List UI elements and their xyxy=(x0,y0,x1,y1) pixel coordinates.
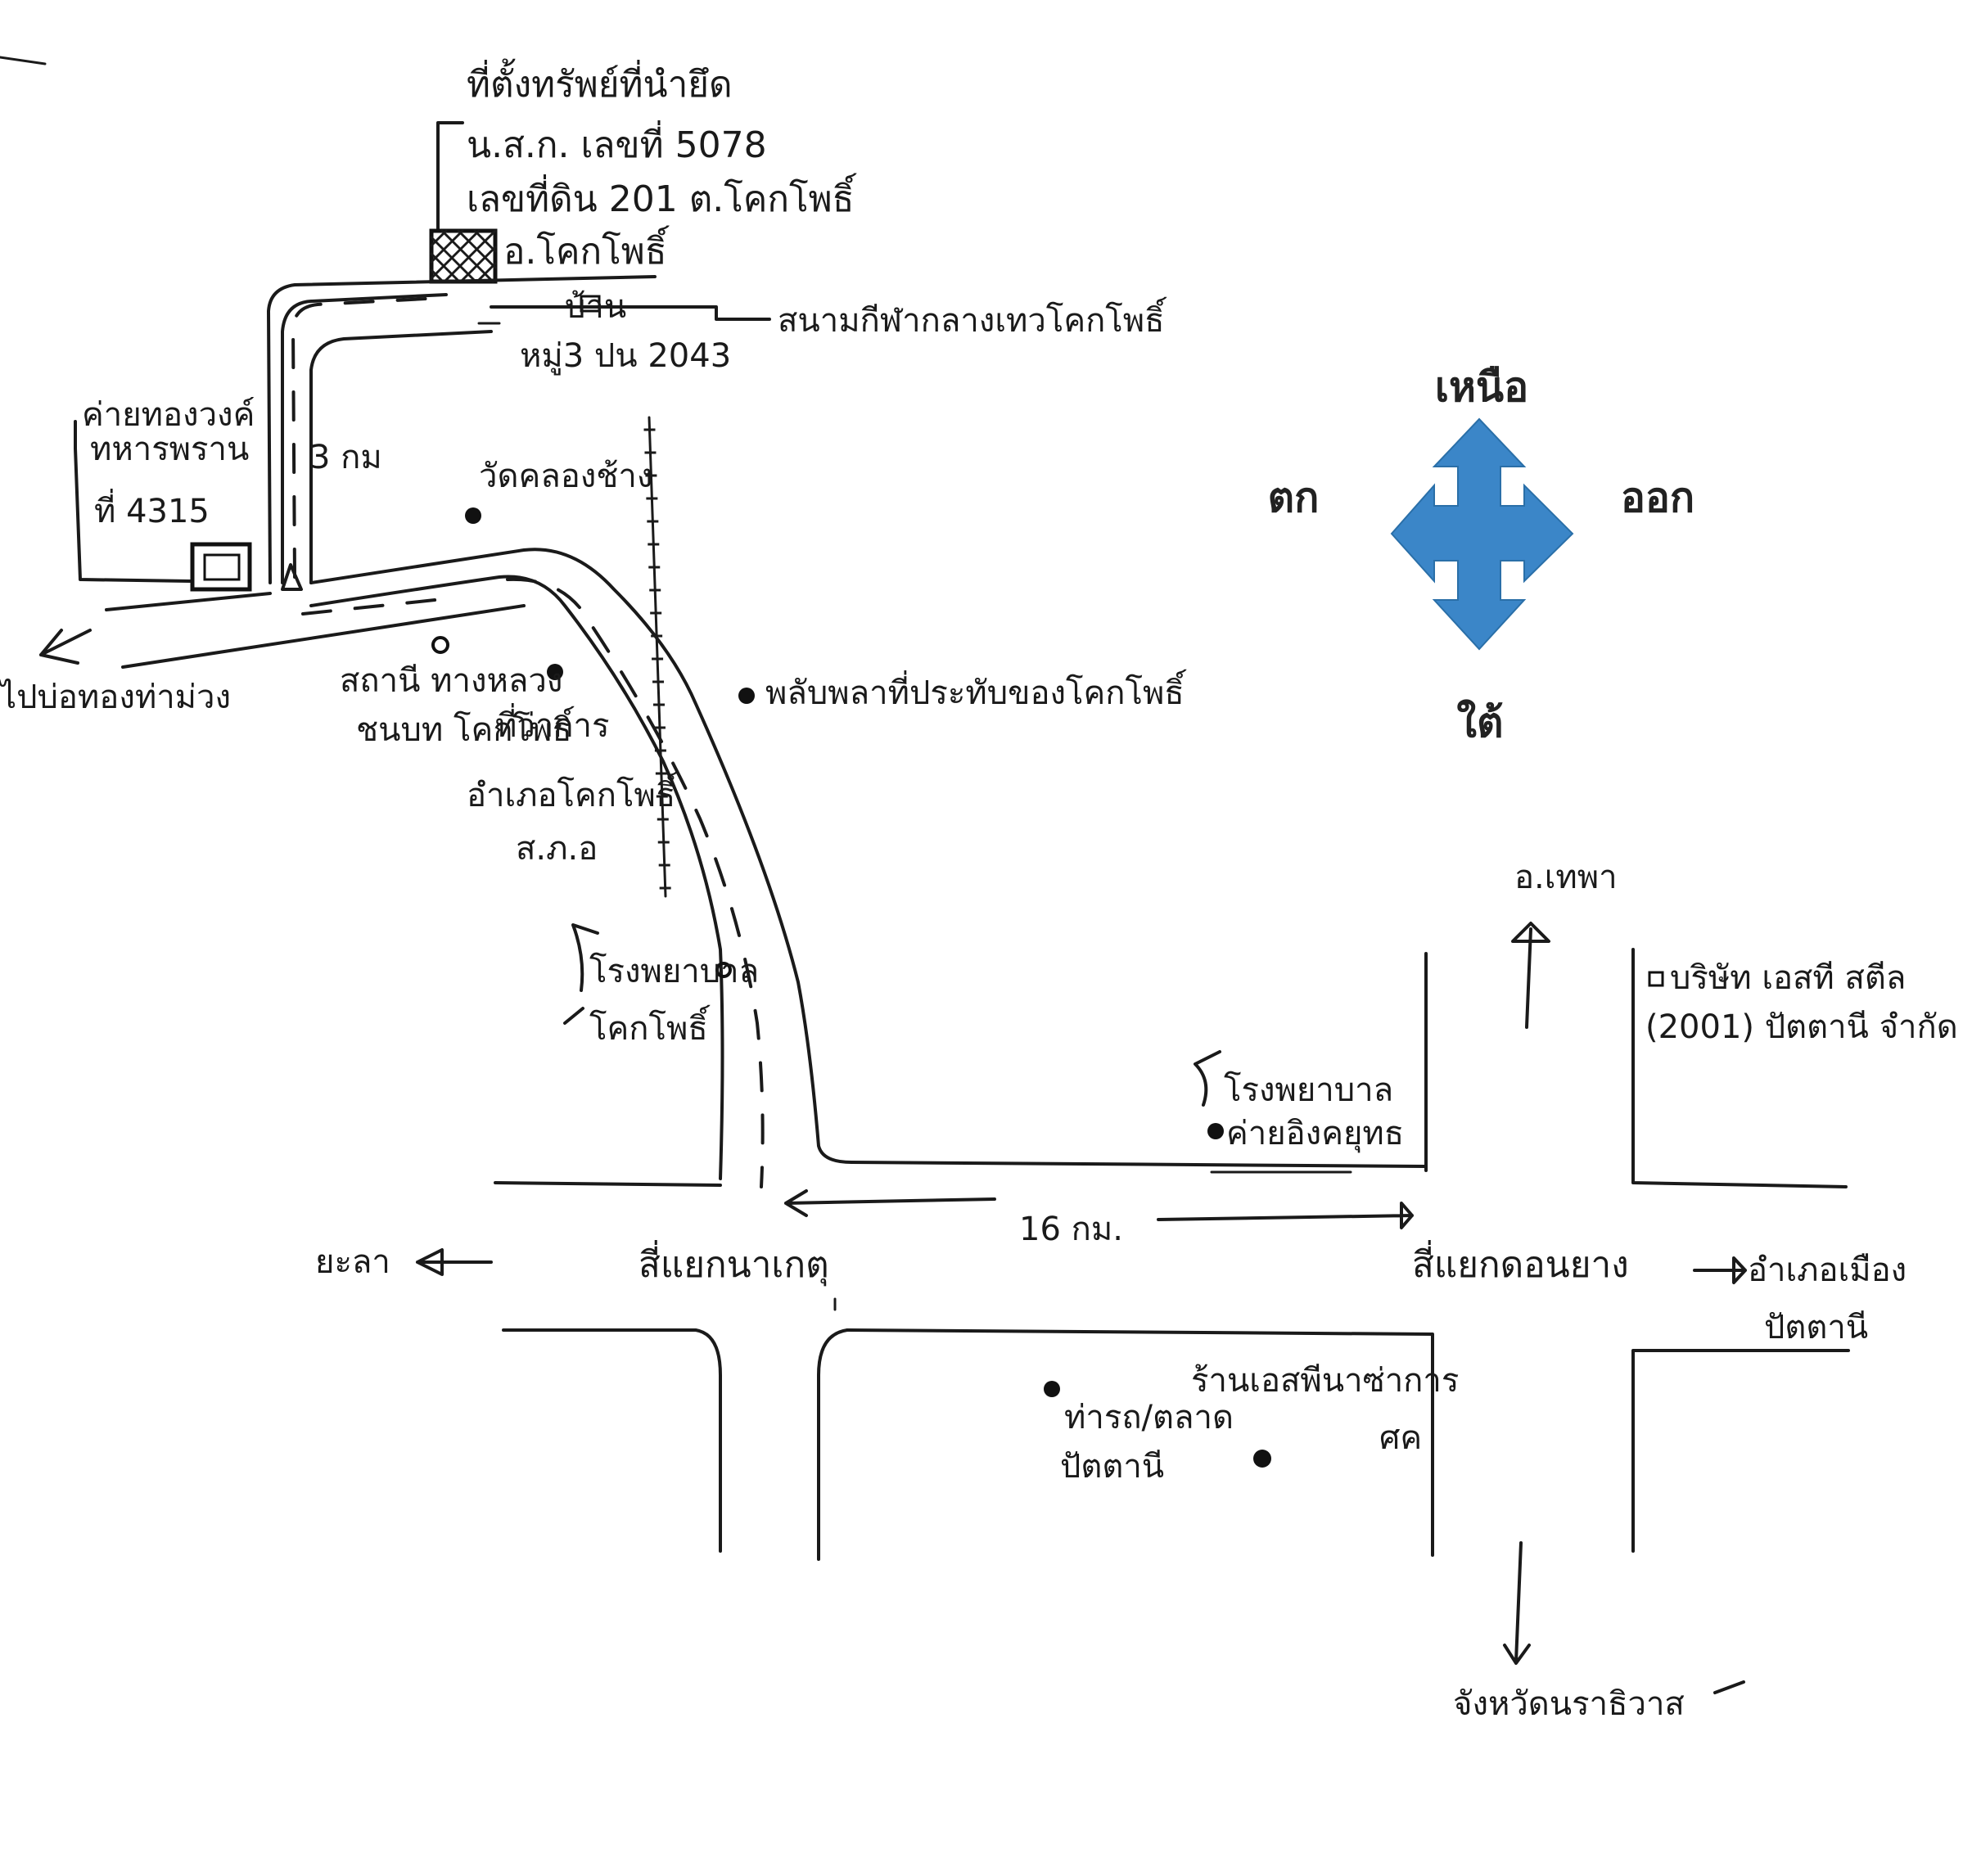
arrow-to-muang-icon xyxy=(1693,1256,1747,1284)
temple-label: วัดคลองช้าง xyxy=(479,458,652,495)
village-road: หมู่3 ปน 2043 xyxy=(520,337,731,375)
north-arrow-small-icon xyxy=(281,563,303,591)
company-line1: บริษัท เอสที สตีล xyxy=(1670,959,1906,997)
narathiwat-underline-tail xyxy=(1713,1680,1745,1694)
railway-ties xyxy=(643,428,671,890)
hospital-pointer xyxy=(1194,1050,1221,1107)
junction-left-label: สี่แยกนาเกตุ xyxy=(639,1239,829,1287)
cross-road-top-left xyxy=(494,1181,722,1187)
to-narathiwat-label: จังหวัดนราธิวาส xyxy=(1453,1685,1685,1723)
village-house-icon xyxy=(580,295,601,313)
cross-road-lower-right xyxy=(1631,1349,1850,1553)
company-square-icon xyxy=(1648,971,1664,987)
school-line1: โรงพยาบาล xyxy=(589,953,759,990)
main-road-dashes xyxy=(506,577,765,1188)
cross-road-bottom-left xyxy=(502,1328,722,1553)
gas-station-line2: ชนบท โคกโพธิ์ xyxy=(356,706,575,749)
access-road-dashes xyxy=(291,297,427,579)
hospital-dot xyxy=(1207,1123,1224,1139)
camp-label-line2: ทหารพราน xyxy=(90,431,249,468)
gas-station-dot xyxy=(431,636,449,654)
property-hatched-square xyxy=(429,228,498,284)
company-line2: (2001) ปัตตานี จำกัด xyxy=(1645,1008,1958,1046)
bus-terminal-line2: ปัตตานี xyxy=(1060,1448,1164,1486)
school-dot xyxy=(715,962,732,978)
access-road-outer xyxy=(267,275,657,584)
access-road-inner xyxy=(281,293,448,584)
village-road-line xyxy=(490,305,771,321)
camp-label-line1: ค่ายทองวงค์ xyxy=(82,396,255,434)
arrow-to-thepha-icon xyxy=(1511,922,1550,1029)
to-muang-line2: ปัตตานี xyxy=(1764,1309,1868,1346)
arrow-to-yala-icon xyxy=(416,1248,493,1276)
access-road-side xyxy=(309,330,493,584)
distance-16km: 16 กม. xyxy=(1019,1211,1123,1248)
to-thepha-label: อ.เทพา xyxy=(1514,859,1618,896)
four-way-arrow-icon xyxy=(1390,417,1574,651)
district-office-line3: ส.ภ.อ xyxy=(516,830,598,868)
village-marker: บ้าน xyxy=(565,288,626,326)
distance-arrow-right-icon xyxy=(1157,1202,1414,1229)
bus-terminal-dot xyxy=(1044,1381,1060,1397)
district-office-dot xyxy=(547,664,563,680)
distance-3km: 3 กม xyxy=(309,439,382,476)
temple-dot xyxy=(465,507,481,524)
shop-dot xyxy=(1253,1450,1271,1468)
camp-bracket xyxy=(74,420,192,583)
left-road-bottom xyxy=(121,604,526,669)
cross-road-bottom-mid-left xyxy=(817,1328,849,1561)
left-road-top xyxy=(105,592,272,611)
to-muang-line1: อำเภอเมือง xyxy=(1748,1251,1907,1289)
district-office-line1: ที่ว่าการ xyxy=(495,703,609,745)
gas-station-line1: สถานี ทางหลวง xyxy=(340,662,562,700)
junction-right-label: สี่แยกดอนยาง xyxy=(1412,1239,1629,1286)
property-deed: น.ส.ก. เลขที่ 5078 xyxy=(467,120,767,166)
cross-road-bottom-mid xyxy=(846,1328,1434,1557)
compass-north-label: เหนือ xyxy=(1435,363,1528,411)
bus-stop-label: พลับพลาที่ประทับของโคกโพธิ์ xyxy=(765,669,1187,712)
camp-building-icon xyxy=(190,542,252,592)
west-arrow-icon xyxy=(39,629,92,665)
school-line2: โคกโพธิ์ xyxy=(589,1004,711,1048)
main-road-left-edge xyxy=(309,575,724,1180)
stadium-label: สนามกีฬากลางเทวโคกโพธิ์ xyxy=(778,296,1167,340)
to-yala-label: ยะลา xyxy=(315,1243,390,1281)
arrow-to-narathiwat-icon xyxy=(1503,1541,1531,1665)
distance-arrow-left-icon xyxy=(784,1189,996,1217)
cross-road-upper-right xyxy=(1631,948,1848,1188)
left-road-dashes xyxy=(301,596,460,616)
shop-line2: ศค xyxy=(1379,1419,1422,1457)
to-bo-thong-label: ไปบ่อทองท่าม่วง xyxy=(0,679,231,716)
stray-mark xyxy=(0,56,47,65)
compass-west-label: ตก xyxy=(1268,474,1320,521)
shop-line1: ร้านเอสพีนาซ่าการ xyxy=(1191,1362,1459,1400)
camp-label-line3: ที่ 4315 xyxy=(94,489,210,530)
bus-stop-dot xyxy=(738,688,755,704)
hospital-line2: ค่ายอิงคยุทธ xyxy=(1226,1115,1404,1153)
property-parcel: เลขที่ดิน 201 ต.โคกโพธิ์ xyxy=(467,173,857,220)
main-road-right-edge xyxy=(309,548,1426,1168)
property-title: ที่ตั้งทรัพย์ที่นำยึด xyxy=(467,58,733,106)
compass-south-label: ใต้ xyxy=(1457,699,1504,746)
school-pointer xyxy=(563,923,599,1025)
hospital-line1: โรงพยาบาล xyxy=(1224,1071,1393,1109)
bus-terminal-line1: ท่ารถ/ตลาด xyxy=(1064,1399,1234,1436)
district-office-line2: อำเภอโคกโพธิ์ xyxy=(467,771,679,814)
property-district: อ.โคกโพธิ์ xyxy=(503,225,670,273)
compass-east-label: ออก xyxy=(1621,474,1694,521)
